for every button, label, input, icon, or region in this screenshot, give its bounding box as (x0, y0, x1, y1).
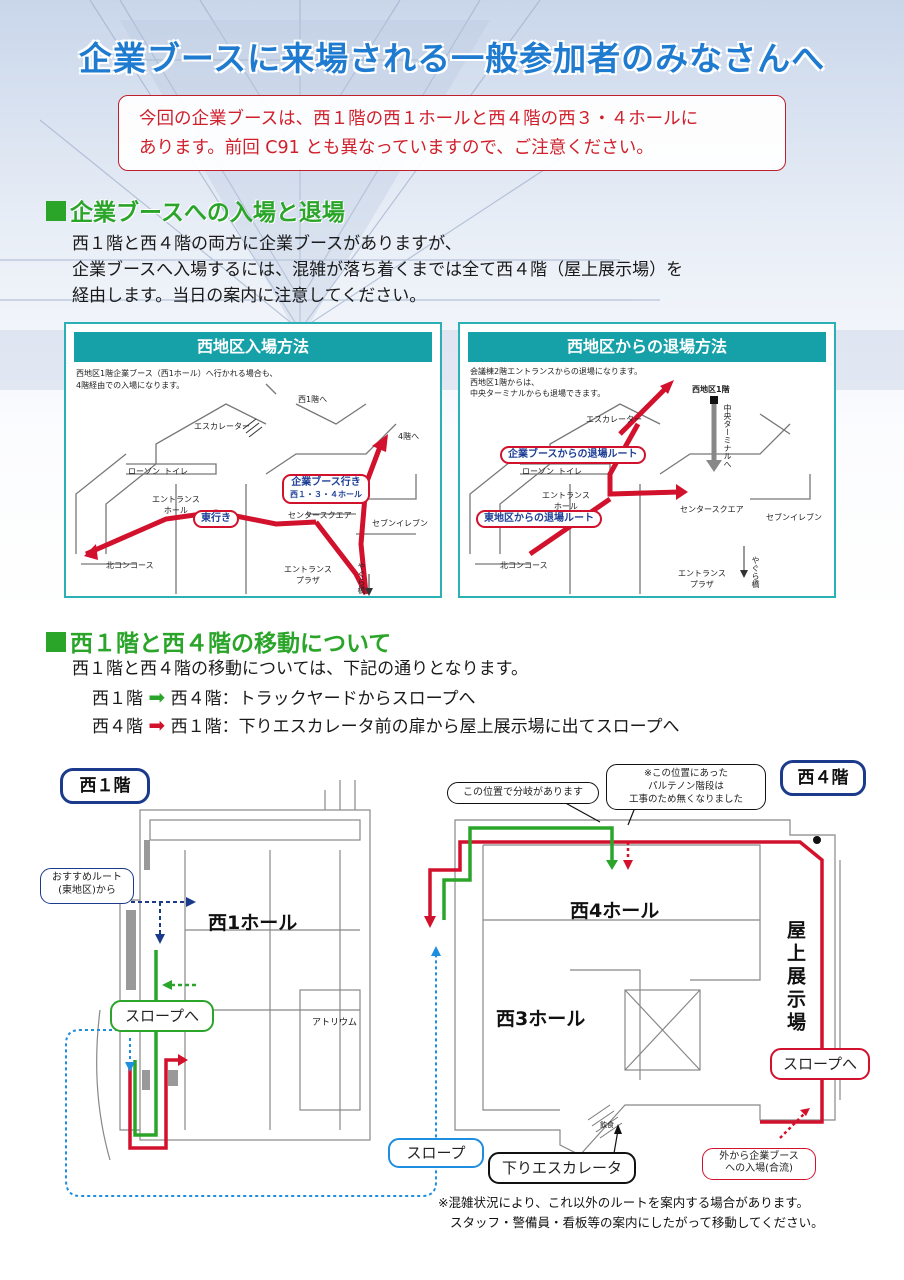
label-toilet: トイレ (164, 467, 188, 476)
label-west1f-to: 西1階へ (298, 395, 328, 404)
label-entrance-hall: エントランス ホール (152, 495, 200, 515)
section1-line-2: 企業ブースへ入場するには、混雑が落ち着くまでは全て西４階（屋上展示場）を (72, 260, 684, 280)
label-escalator: エスカレーター (194, 422, 250, 431)
section1-line-1: 西１階と西４階の両方に企業ブースがありますが、 (72, 234, 462, 254)
label-lawson-exit: ローソン (522, 467, 554, 476)
badge-west-1f: 西１階 (60, 768, 150, 804)
branch-note-callout: この位置で分岐があります (447, 782, 599, 804)
west4-hall-label: 西4ホール (570, 900, 660, 922)
label-to-4f: 4階へ (398, 432, 420, 441)
green-arrow-icon: ➡ (148, 685, 166, 709)
entry-note-2: 4階経由での入場になります。 (76, 381, 185, 390)
outside-entry-callout: 外から企業ブース への入場(合流) (702, 1148, 816, 1180)
entry-note-1: 西地区1階企業ブース（西1ホール）へ行かれる場合も、 (76, 369, 278, 378)
label-entrance-hall-exit: エントランス ホール (542, 491, 590, 511)
label-center-square-exit: センタースクエア (680, 505, 744, 514)
restaurant-label: 飲食 (600, 1121, 614, 1129)
page-title: 企業ブースに来場される一般参加者のみなさんへ (78, 39, 826, 78)
label-escalator-exit: エスカレーター (586, 415, 642, 424)
section2-intro: 西１階と西４階の移動については、下記の通りとなります。 (72, 659, 528, 679)
route-tag-booth-exit: 企業ブースからの退場ルート (500, 446, 646, 464)
route-tag-booth-line2: 西１・３・４ホール (290, 490, 362, 499)
atrium-label: アトリウム (312, 1018, 358, 1028)
notice-box: 今回の企業ブースは、西１階の西１ホールと西４階の西３・４ホールに あります。前回… (118, 95, 786, 171)
section-heading-text: 企業ブースへの入場と退場 (70, 200, 345, 226)
route1-from: 西１階 (92, 689, 143, 709)
west1-hall-label: 西1ホール (208, 912, 298, 934)
label-seven: セブンイレブン (372, 519, 428, 528)
label-toilet-exit: トイレ (558, 467, 582, 476)
entry-map-drawing (75, 383, 417, 596)
square-bullet-icon (46, 632, 66, 652)
route-tag-east: 東行き (193, 510, 239, 528)
square-bullet-icon (46, 201, 66, 221)
exit-map-panel: 西地区からの退場方法 会議棟2階エントランスからの退場になります。 西地区1階か… (458, 322, 836, 598)
entry-map-panel: 西地区入場方法 西地区1階企業ブース（西1ホール）へ行かれる場合も、 4階経由で… (64, 322, 442, 598)
section-heading-entry-exit: 企業ブースへの入場と退場 (46, 193, 345, 227)
slope-blue-callout: スロープ (388, 1138, 484, 1168)
badge-west-4f: 西４階 (780, 760, 866, 796)
label-west1f: 西地区1階 (692, 385, 730, 394)
entry-map-header: 西地区入場方法 (74, 332, 432, 362)
west3-hall-label: 西3ホール (496, 1008, 586, 1030)
exit-note-3: 中央ターミナルからも退場できます。 (470, 389, 606, 398)
exit-note-2: 西地区1階からは、 (470, 378, 540, 387)
section1-body: 西１階と西４階の両方に企業ブースがありますが、 企業ブースへ入場するには、混雑が… (72, 231, 683, 309)
down-escalator-callout: 下りエスカレータ (488, 1152, 636, 1184)
recommended-route-callout: おすすめルート (東地区)から (40, 868, 134, 904)
section-heading-text: 西１階と西４階の移動について (70, 631, 392, 657)
route-tag-booth: 企業ブース行き 西１・３・４ホール (282, 474, 370, 504)
route-tag-east-exit: 東地区からの退場ルート (476, 510, 602, 528)
label-center-square: センタースクエア (288, 511, 352, 520)
section1-line-3: 経由します。当日の案内に注意してください。 (72, 286, 427, 306)
to-slope-red-callout: スロープへ (770, 1048, 870, 1080)
red-arrow-icon: ➡ (148, 713, 166, 737)
floor-maps-drawing (65, 780, 841, 1197)
route1-to: 西４階：トラックヤードからスロープへ (170, 689, 476, 709)
exit-map-header: 西地区からの退場方法 (468, 332, 826, 362)
notice-line-2: あります。前回 C91 とも異なっていますので、ご注意ください。 (139, 138, 654, 158)
footnote-line-2: スタッフ・警備員・看板等の案内にしたがって移動してください。 (450, 1215, 824, 1230)
label-north-concourse: 北コンコース (106, 561, 154, 570)
parthenon-note-callout: ※この位置にあった パルテノン階段は 工事のため無くなりました (606, 764, 766, 810)
label-north-concourse-exit: 北コンコース (500, 561, 548, 570)
label-central-terminal: 中央ターミナルへ (723, 404, 732, 468)
route-line-1: 西１階 ➡ 西４階：トラックヤードからスロープへ (92, 684, 476, 712)
label-entrance-plaza-exit: エントランス プラザ (678, 569, 726, 589)
route-line-2: 西４階 ➡ 西１階：下りエスカレータ前の扉から屋上展示場に出てスロープへ (92, 712, 680, 740)
route2-to: 西１階：下りエスカレータ前の扉から屋上展示場に出てスロープへ (170, 717, 680, 737)
exit-note-1: 会議棟2階エントランスからの退場になります。 (470, 367, 643, 376)
route-tag-booth-line1: 企業ブース行き (291, 477, 361, 488)
label-entrance-plaza: エントランス プラザ (284, 565, 332, 585)
label-yagura: やぐら橋 (357, 562, 366, 594)
section-heading-move: 西１階と西４階の移動について (46, 624, 391, 658)
rooftop-hall-label: 屋上展示場 (784, 920, 806, 1035)
label-seven-exit: セブンイレブン (766, 513, 822, 522)
label-yagura-exit: やぐら橋 (751, 556, 760, 588)
label-lawson: ローソン (128, 467, 160, 476)
footnote-line-1: ※混雑状況により、これ以外のルートを案内する場合があります。 (438, 1195, 809, 1210)
to-slope-green-callout: スロープへ (110, 1000, 214, 1032)
route2-from: 西４階 (92, 717, 143, 737)
notice-line-1: 今回の企業ブースは、西１階の西１ホールと西４階の西３・４ホールに (139, 109, 699, 129)
